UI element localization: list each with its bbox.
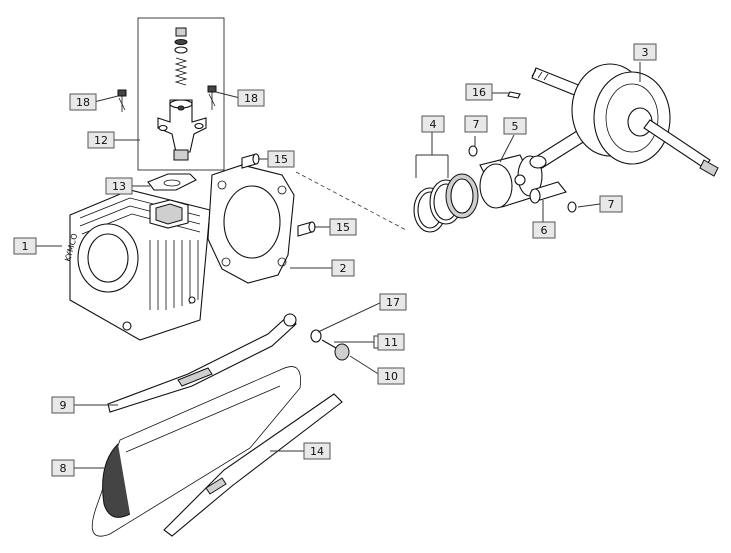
callout-1-label: 1 (22, 240, 29, 253)
callout-9: 9 (51, 396, 75, 414)
callout-16-label: 16 (472, 86, 486, 99)
crankshaft (529, 63, 719, 177)
callout-14: 14 (303, 442, 331, 460)
callout-4-label: 4 (430, 118, 437, 131)
callout-16: 16 (465, 83, 493, 101)
washer (310, 329, 322, 343)
callout-1: 1 (13, 237, 37, 255)
woodruff-key (507, 91, 521, 99)
callout-18-left: 18 (69, 93, 97, 111)
callout-6: 6 (532, 221, 556, 239)
callout-7-lower-label: 7 (608, 198, 615, 211)
callout-13: 13 (105, 177, 133, 195)
callout-13-label: 13 (112, 180, 126, 193)
tensioner-slipper (163, 393, 343, 537)
callout-15-lower: 15 (329, 218, 357, 236)
callout-4: 4 (421, 115, 445, 133)
dowel-pin-lower (297, 221, 316, 237)
callout-7-upper: 7 (464, 115, 488, 133)
callout-18-left-label: 18 (76, 96, 90, 109)
callout-5-label: 5 (512, 120, 519, 133)
callout-3-label: 3 (642, 46, 649, 59)
callout-17-label: 17 (386, 296, 400, 309)
callout-18-right-label: 18 (244, 92, 258, 105)
callout-15-upper: 15 (267, 150, 295, 168)
callout-9-label: 9 (60, 399, 67, 412)
callout-7-lower: 7 (599, 195, 623, 213)
leader-lines (36, 62, 641, 469)
callout-18-right: 18 (237, 89, 265, 107)
cylinder: KYMCO (63, 189, 211, 341)
callout-8: 8 (51, 459, 75, 477)
tensioner-gasket (147, 173, 197, 191)
callout-12-label: 12 (94, 134, 108, 147)
callout-10-label: 10 (384, 370, 398, 383)
callout-10: 10 (377, 367, 405, 385)
callout-7-upper-label: 7 (473, 118, 480, 131)
callout-5: 5 (503, 117, 527, 135)
piston-pin (529, 181, 567, 204)
cam-chain (91, 366, 301, 537)
callout-2: 2 (331, 259, 355, 277)
callout-6-label: 6 (541, 224, 548, 237)
callout-14-label: 14 (310, 445, 324, 458)
bolt-right (207, 85, 217, 110)
callout-2-label: 2 (340, 262, 347, 275)
bolt-left (117, 89, 127, 112)
callout-12: 12 (87, 131, 115, 149)
cylinder-gasket (207, 164, 295, 284)
chain-guide (107, 313, 297, 413)
callout-15-lower-label: 15 (336, 221, 350, 234)
piston-pin-clip-lower (567, 201, 577, 213)
callout-17: 17 (379, 293, 407, 311)
callout-3: 3 (633, 43, 657, 61)
callout-11: 11 (377, 333, 405, 351)
callout-8-label: 8 (60, 462, 67, 475)
callout-15-upper-label: 15 (274, 153, 288, 166)
tensioner-assembly (137, 17, 225, 171)
piston-rings (413, 173, 479, 233)
pivot-bolt (321, 339, 350, 361)
dowel-pin-upper (241, 153, 260, 169)
callout-11-label: 11 (384, 336, 398, 349)
piston-pin-clip-upper (468, 145, 478, 157)
